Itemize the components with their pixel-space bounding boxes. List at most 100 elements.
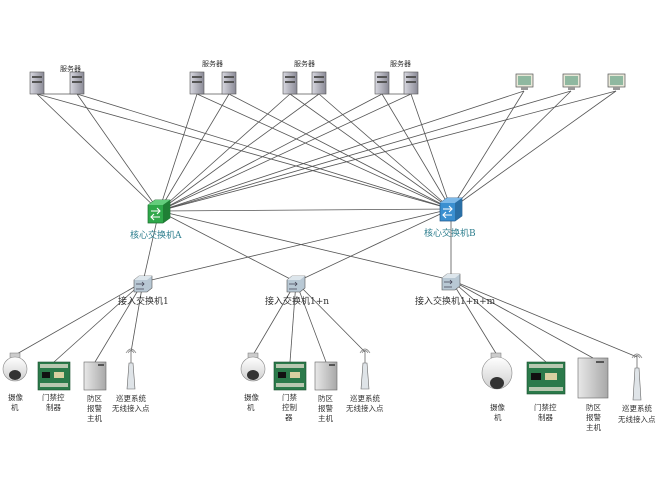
connection-line (158, 90, 572, 212)
alarm-host-label: 主机 (318, 413, 333, 423)
door-controller-label: 控制 (282, 402, 297, 412)
camera-label: 摄像 (244, 392, 259, 402)
access-switch-icon (133, 275, 153, 293)
monitor-icon (562, 73, 581, 90)
connection-line (450, 90, 572, 210)
connection-line (289, 281, 297, 363)
camera-label: 机 (11, 402, 19, 412)
alarm-host-icon (577, 357, 609, 399)
connection-line (158, 210, 452, 281)
server-group-label: 服务器 (294, 59, 315, 68)
camera-label: 机 (247, 402, 255, 412)
connection-line (158, 93, 383, 212)
access-switch-3-label: 接入交换机1+n+m (415, 295, 496, 307)
server-group-2: 服务器 (189, 59, 237, 95)
alarm-host-icon (314, 361, 338, 391)
connection-line (53, 281, 144, 363)
connection-line (158, 210, 297, 283)
server-group-4: 服务器 (374, 59, 419, 95)
core-switch-icon (147, 199, 171, 224)
server-icon (221, 71, 237, 95)
endpoint-cluster-1: 摄像 机 门禁控 制器 防区 报警 主机 巡更系统 无线接入点 (2, 348, 150, 423)
door-controller-icon (526, 361, 566, 395)
server-group-label: 服务器 (202, 59, 223, 68)
core-switch-b-label: 核心交换机B (424, 227, 476, 239)
door-controller-label: 制器 (538, 412, 553, 422)
alarm-host-label: 报警 (586, 412, 601, 422)
core-switch-b: 核心交换机B (424, 197, 476, 239)
connection-line (289, 93, 452, 210)
patrol-ap-label: 巡更系统 (622, 403, 652, 413)
door-controller-label: 门禁控 (42, 392, 65, 402)
alarm-host-label: 主机 (87, 413, 102, 423)
wireless-access-point-icon (359, 348, 371, 390)
door-controller-icon (273, 361, 307, 391)
connection-line (196, 93, 452, 210)
connection-line (295, 281, 327, 363)
alarm-host-icon (83, 361, 107, 391)
connection-line (76, 93, 160, 212)
access-switch-3: 接入交换机1+n+m (415, 273, 496, 307)
alarm-host-label: 报警 (87, 403, 102, 413)
server-icon (29, 71, 45, 95)
patrol-ap-label: 无线接入点 (618, 414, 656, 424)
connection-line (295, 281, 366, 353)
server-icon (374, 71, 390, 95)
server-group-label: 服务器 (390, 59, 411, 68)
connection-line (94, 281, 144, 363)
camera-label: 摄像 (490, 402, 505, 412)
server-icon (403, 71, 419, 95)
connection-line (130, 281, 144, 353)
alarm-host-label: 防区 (586, 402, 601, 412)
server-icon (282, 71, 298, 95)
connection-line (252, 281, 297, 356)
connection-line (158, 93, 198, 212)
connection-line (450, 279, 594, 359)
server-group-3: 服务器 (282, 59, 327, 95)
connection-line (450, 90, 525, 210)
connection-line (14, 281, 144, 356)
access-switch-icon (441, 273, 461, 291)
connection-line (142, 208, 452, 283)
server-icon (311, 71, 327, 95)
connection-line (76, 93, 452, 210)
server-group-label: 服务器 (60, 64, 81, 73)
access-switch-icon (286, 275, 306, 293)
alarm-host-label: 防区 (87, 393, 102, 403)
dome-camera-icon (2, 352, 28, 382)
door-controller-icon (37, 361, 71, 391)
door-controller-label: 门禁 (282, 393, 297, 402)
dome-camera-icon (240, 352, 266, 382)
patrol-ap-label: 巡更系统 (116, 393, 146, 403)
connection-line (158, 93, 412, 212)
core-switch-icon (439, 197, 463, 222)
camera-label: 摄像 (8, 392, 23, 402)
core-switch-a: 核心交换机A (130, 199, 182, 241)
door-controller-label: 门禁控 (534, 402, 557, 412)
connection-line (450, 279, 638, 358)
access-switch-1: 接入交换机1 (118, 275, 169, 307)
connection-line (158, 93, 320, 212)
access-switch-2-label: 接入交换机1+n (265, 295, 329, 307)
door-controller-label: 制器 (46, 402, 61, 412)
alarm-host-label: 主机 (586, 422, 601, 432)
monitor-icon (607, 73, 626, 90)
endpoint-cluster-3: 摄像 机 门禁控 制器 防区 报警 主机 巡更系统 无线接入点 (481, 352, 656, 432)
alarm-host-label: 防区 (318, 393, 333, 403)
server-icon (189, 71, 205, 95)
monitor-icon (515, 73, 534, 90)
connection-line (450, 279, 547, 363)
connection-line (158, 93, 230, 212)
workstation-group (515, 73, 626, 90)
connection-line (158, 90, 617, 212)
wireless-access-point-icon (631, 353, 643, 401)
patrol-ap-label: 无线接入点 (112, 403, 150, 413)
endpoint-cluster-2: 摄像 机 门禁 控制 器 防区 报警 主机 巡更系统 无线接入点 (240, 348, 384, 423)
door-controller-label: 器 (285, 413, 293, 422)
connection-line (450, 279, 498, 356)
server-icon (69, 71, 85, 95)
connection-line (36, 93, 452, 210)
wireless-access-point-icon (125, 348, 137, 390)
camera-label: 机 (494, 412, 502, 422)
connection-line (295, 208, 452, 283)
